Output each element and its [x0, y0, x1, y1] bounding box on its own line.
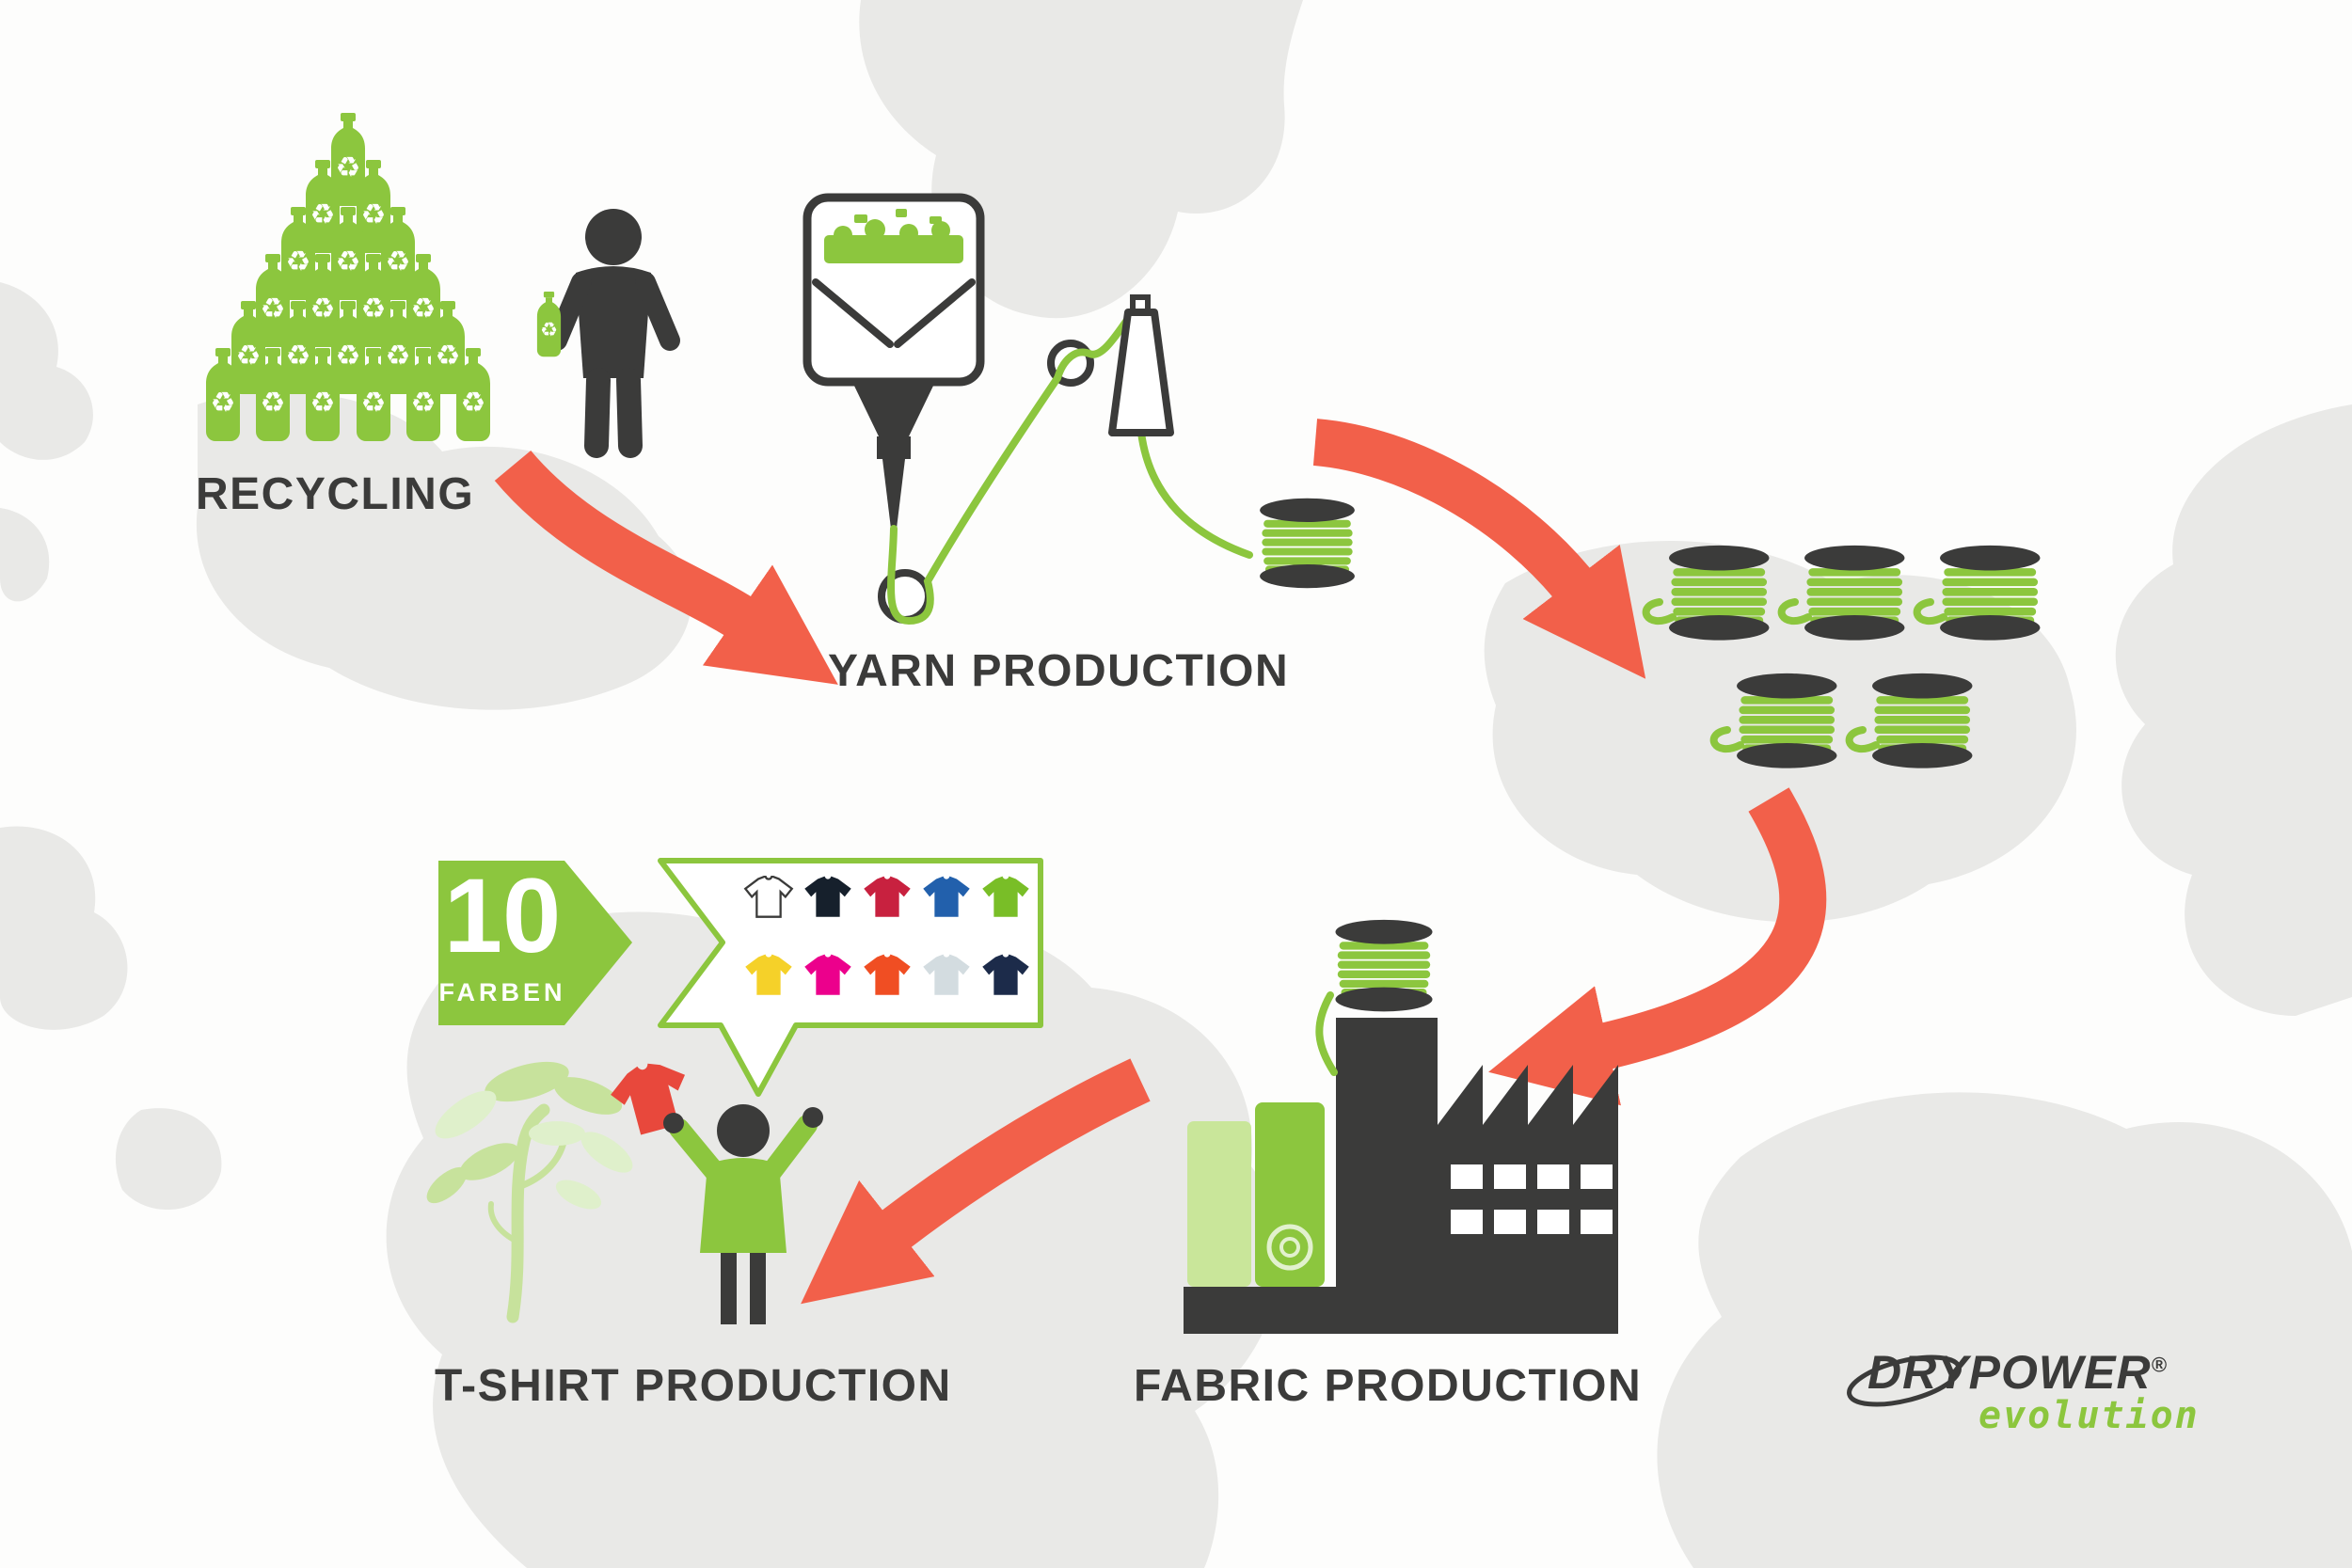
held-bottle-icon [536, 292, 562, 357]
plastic-flakes [824, 209, 963, 263]
swatch-panel [658, 858, 1043, 1097]
factory-windows [1451, 1164, 1613, 1234]
yarn-spool-icon [1940, 546, 2040, 641]
brand-name-text: DRYPOWER [1867, 1346, 2152, 1399]
recycler-figure [536, 209, 680, 458]
flow-arrow-spools-to-fabric [1488, 787, 1827, 1106]
tree [426, 1061, 633, 1323]
bottle-pyramid [206, 113, 490, 441]
yarn-spool-icon [1872, 673, 1972, 768]
recycling-label: RECYCLING [196, 469, 475, 519]
flow-arrow-yarn-to-spools [1312, 419, 1646, 679]
factory [1184, 920, 1618, 1334]
flow-arrow-recycling-to-yarn [494, 450, 838, 685]
color-badge [438, 861, 632, 1025]
yarn-production-label: YARN PRODUCTION [828, 646, 1290, 696]
fabric-production-label: FABRIC PRODUCTION [1134, 1361, 1643, 1411]
flow-arrow-fabric-to-tshirt [801, 1058, 1151, 1305]
brand-name: DRYPOWER® [1867, 1345, 2200, 1400]
spool-cluster [1642, 546, 2041, 768]
spinning-cone [1108, 294, 1174, 436]
brand-sub-name: evolution [1979, 1394, 2200, 1437]
registered-mark: ® [2151, 1353, 2168, 1377]
logo-swoosh [1847, 1354, 1962, 1407]
yarn-spool-icon [1260, 499, 1355, 588]
yarn-spool-icon [1669, 546, 1769, 641]
hopper-machine [803, 193, 1355, 626]
yarn-spool-icon [1804, 546, 1904, 641]
tshirt-production-label: T-SHIRT PRODUCTION [435, 1361, 952, 1411]
brand-logo: DRYPOWER® evolution [1867, 1345, 2200, 1437]
yarn-spool-icon [1737, 673, 1836, 768]
factory-spool-icon [1335, 920, 1432, 1012]
color-count-caption: FARBEN [438, 978, 566, 1006]
color-count: 10 [443, 857, 562, 974]
fabric-rolls [1187, 1102, 1325, 1287]
tshirt-person [605, 1054, 823, 1324]
